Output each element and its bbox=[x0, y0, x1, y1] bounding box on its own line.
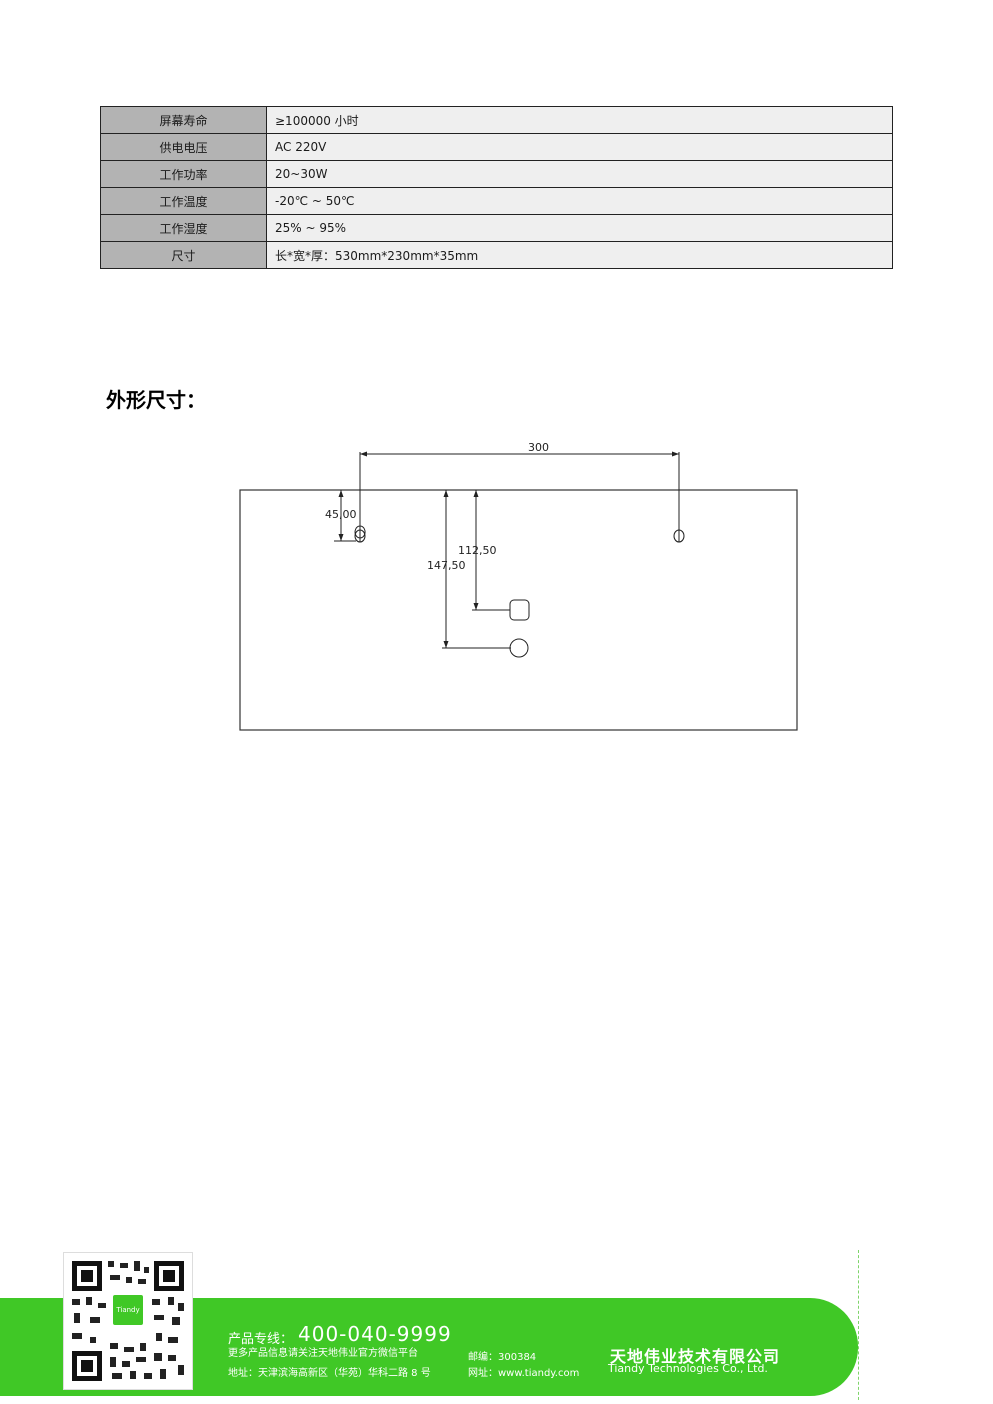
spec-value: 长*宽*厚：530mm*230mm*35mm bbox=[266, 241, 893, 269]
dim-a-label: 45,00 bbox=[325, 508, 357, 521]
sensor-round bbox=[509, 638, 529, 658]
wechat-text: 更多产品信息请关注天地伟业官方微信平台 bbox=[228, 1348, 418, 1359]
spec-label: 屏幕寿命 bbox=[100, 106, 267, 134]
qr-logo-badge: Tiandy bbox=[111, 1293, 145, 1327]
section-title: 外形尺寸： bbox=[106, 388, 206, 412]
qr-code: Tiandy bbox=[63, 1252, 193, 1390]
footer-dash-line bbox=[858, 1250, 859, 1400]
spec-value: ≥100000 小时 bbox=[266, 106, 893, 134]
dim-b-label: 112,50 bbox=[458, 544, 497, 557]
spec-row-size: 尺寸 长*宽*厚：530mm*230mm*35mm bbox=[100, 241, 893, 269]
postcode-text: 邮编：300384 bbox=[468, 1352, 537, 1363]
hotline-number: 400-040-9999 bbox=[298, 1322, 452, 1346]
spec-label: 供电电压 bbox=[100, 133, 267, 161]
spec-label: 工作温度 bbox=[100, 187, 267, 215]
spec-row-power: 工作功率 20~30W bbox=[100, 160, 893, 188]
spec-value: 25% ~ 95% bbox=[266, 214, 893, 242]
hotline-label: 产品专线： bbox=[228, 1332, 294, 1347]
spec-row-humidity: 工作湿度 25% ~ 95% bbox=[100, 214, 893, 242]
footer: Tiandy 产品专线： 400-040-9999 更多产品信息请关注天地伟业官… bbox=[0, 1240, 993, 1404]
spec-label: 工作功率 bbox=[100, 160, 267, 188]
spec-value: -20℃ ~ 50℃ bbox=[266, 187, 893, 215]
company-name-cn: 天地伟业技术有限公司 bbox=[610, 1347, 781, 1366]
spec-row-lifetime: 屏幕寿命 ≥100000 小时 bbox=[100, 106, 893, 134]
dimension-drawing: 300 45,00 147,50 112,50 bbox=[239, 441, 798, 731]
qr-pattern bbox=[72, 1261, 184, 1381]
website-link[interactable]: 网址：www.tiandy.com bbox=[468, 1368, 580, 1379]
company-name-en: Tiandy Technologies Co., Ltd. bbox=[608, 1362, 768, 1375]
spec-table: 屏幕寿命 ≥100000 小时 供电电压 AC 220V 工作功率 20~30W… bbox=[100, 106, 893, 269]
spec-label: 尺寸 bbox=[100, 241, 267, 269]
spec-value: AC 220V bbox=[266, 133, 893, 161]
dim-c-label: 147,50 bbox=[427, 559, 466, 572]
sensor-square bbox=[509, 599, 530, 621]
spec-value: 20~30W bbox=[266, 160, 893, 188]
spec-row-voltage: 供电电压 AC 220V bbox=[100, 133, 893, 161]
spec-row-temperature: 工作温度 -20℃ ~ 50℃ bbox=[100, 187, 893, 215]
address-text: 地址：天津滨海高新区（华苑）华科二路 8 号 bbox=[228, 1368, 431, 1379]
spec-label: 工作湿度 bbox=[100, 214, 267, 242]
panel-outline bbox=[239, 489, 798, 731]
dim-width-label: 300 bbox=[528, 441, 549, 454]
